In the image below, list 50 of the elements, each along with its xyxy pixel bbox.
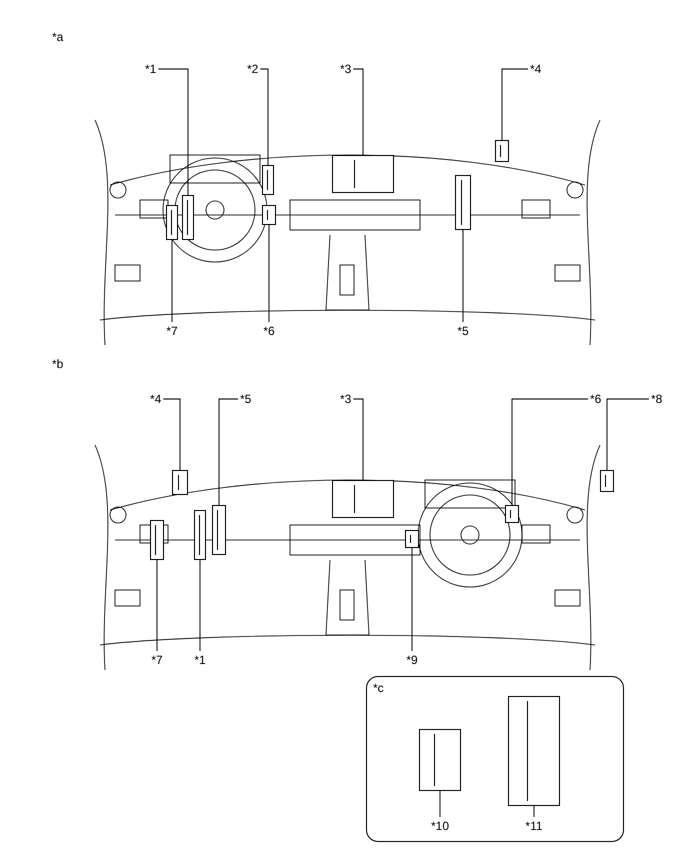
control-module-drawing [166, 205, 178, 240]
control-module-drawing [405, 530, 419, 548]
control-module-drawing [455, 175, 471, 230]
panel-label: *c [373, 681, 384, 695]
callout-number: *4 [530, 62, 542, 76]
leader-line [158, 68, 188, 196]
leader-line [268, 224, 270, 322]
callout-number: *4 [150, 392, 162, 406]
leader-line [606, 398, 650, 470]
leader-line [260, 68, 268, 166]
panel-label: *b [52, 357, 64, 371]
callout-number: *3 [340, 392, 352, 406]
leader-line [352, 68, 364, 156]
panel-label: *a [52, 30, 64, 44]
callout-number: *1 [194, 653, 206, 667]
control-module-drawing [172, 470, 188, 495]
leader-line [512, 398, 588, 506]
control-module-drawing [600, 470, 614, 492]
inset-frame [366, 676, 624, 842]
control-module-drawing [508, 696, 560, 806]
callout-number: *7 [166, 324, 178, 338]
leader-line [352, 398, 364, 480]
control-module-drawing [262, 205, 276, 225]
callout-number: *2 [247, 62, 258, 76]
callout-number: *1 [145, 62, 156, 76]
control-module-drawing [150, 520, 164, 560]
control-module-drawing [262, 165, 274, 195]
control-module-drawing [419, 729, 461, 791]
control-module-drawing [194, 510, 206, 560]
control-module-drawing [332, 480, 394, 518]
leader-line [462, 230, 464, 322]
control-module-drawing [182, 195, 194, 240]
control-module-drawing [332, 155, 394, 193]
leader-line [156, 560, 158, 652]
callout-number: *10 [430, 819, 450, 833]
callout-number: *5 [240, 392, 252, 406]
callout-number: *7 [151, 653, 163, 667]
callout-number: *5 [457, 324, 469, 338]
callout-number: *8 [651, 392, 662, 406]
callout-number: *9 [406, 653, 418, 667]
callout-number: *11 [525, 819, 543, 833]
callout-number: *6 [590, 392, 602, 406]
leader-line [502, 68, 528, 140]
control-module-drawing [495, 140, 509, 162]
control-module-drawing [212, 505, 226, 555]
callout-number: *6 [263, 324, 275, 338]
leader-line [218, 398, 238, 506]
control-module-drawing [505, 505, 519, 523]
callout-number: *3 [340, 62, 352, 76]
leader-line [162, 398, 180, 470]
